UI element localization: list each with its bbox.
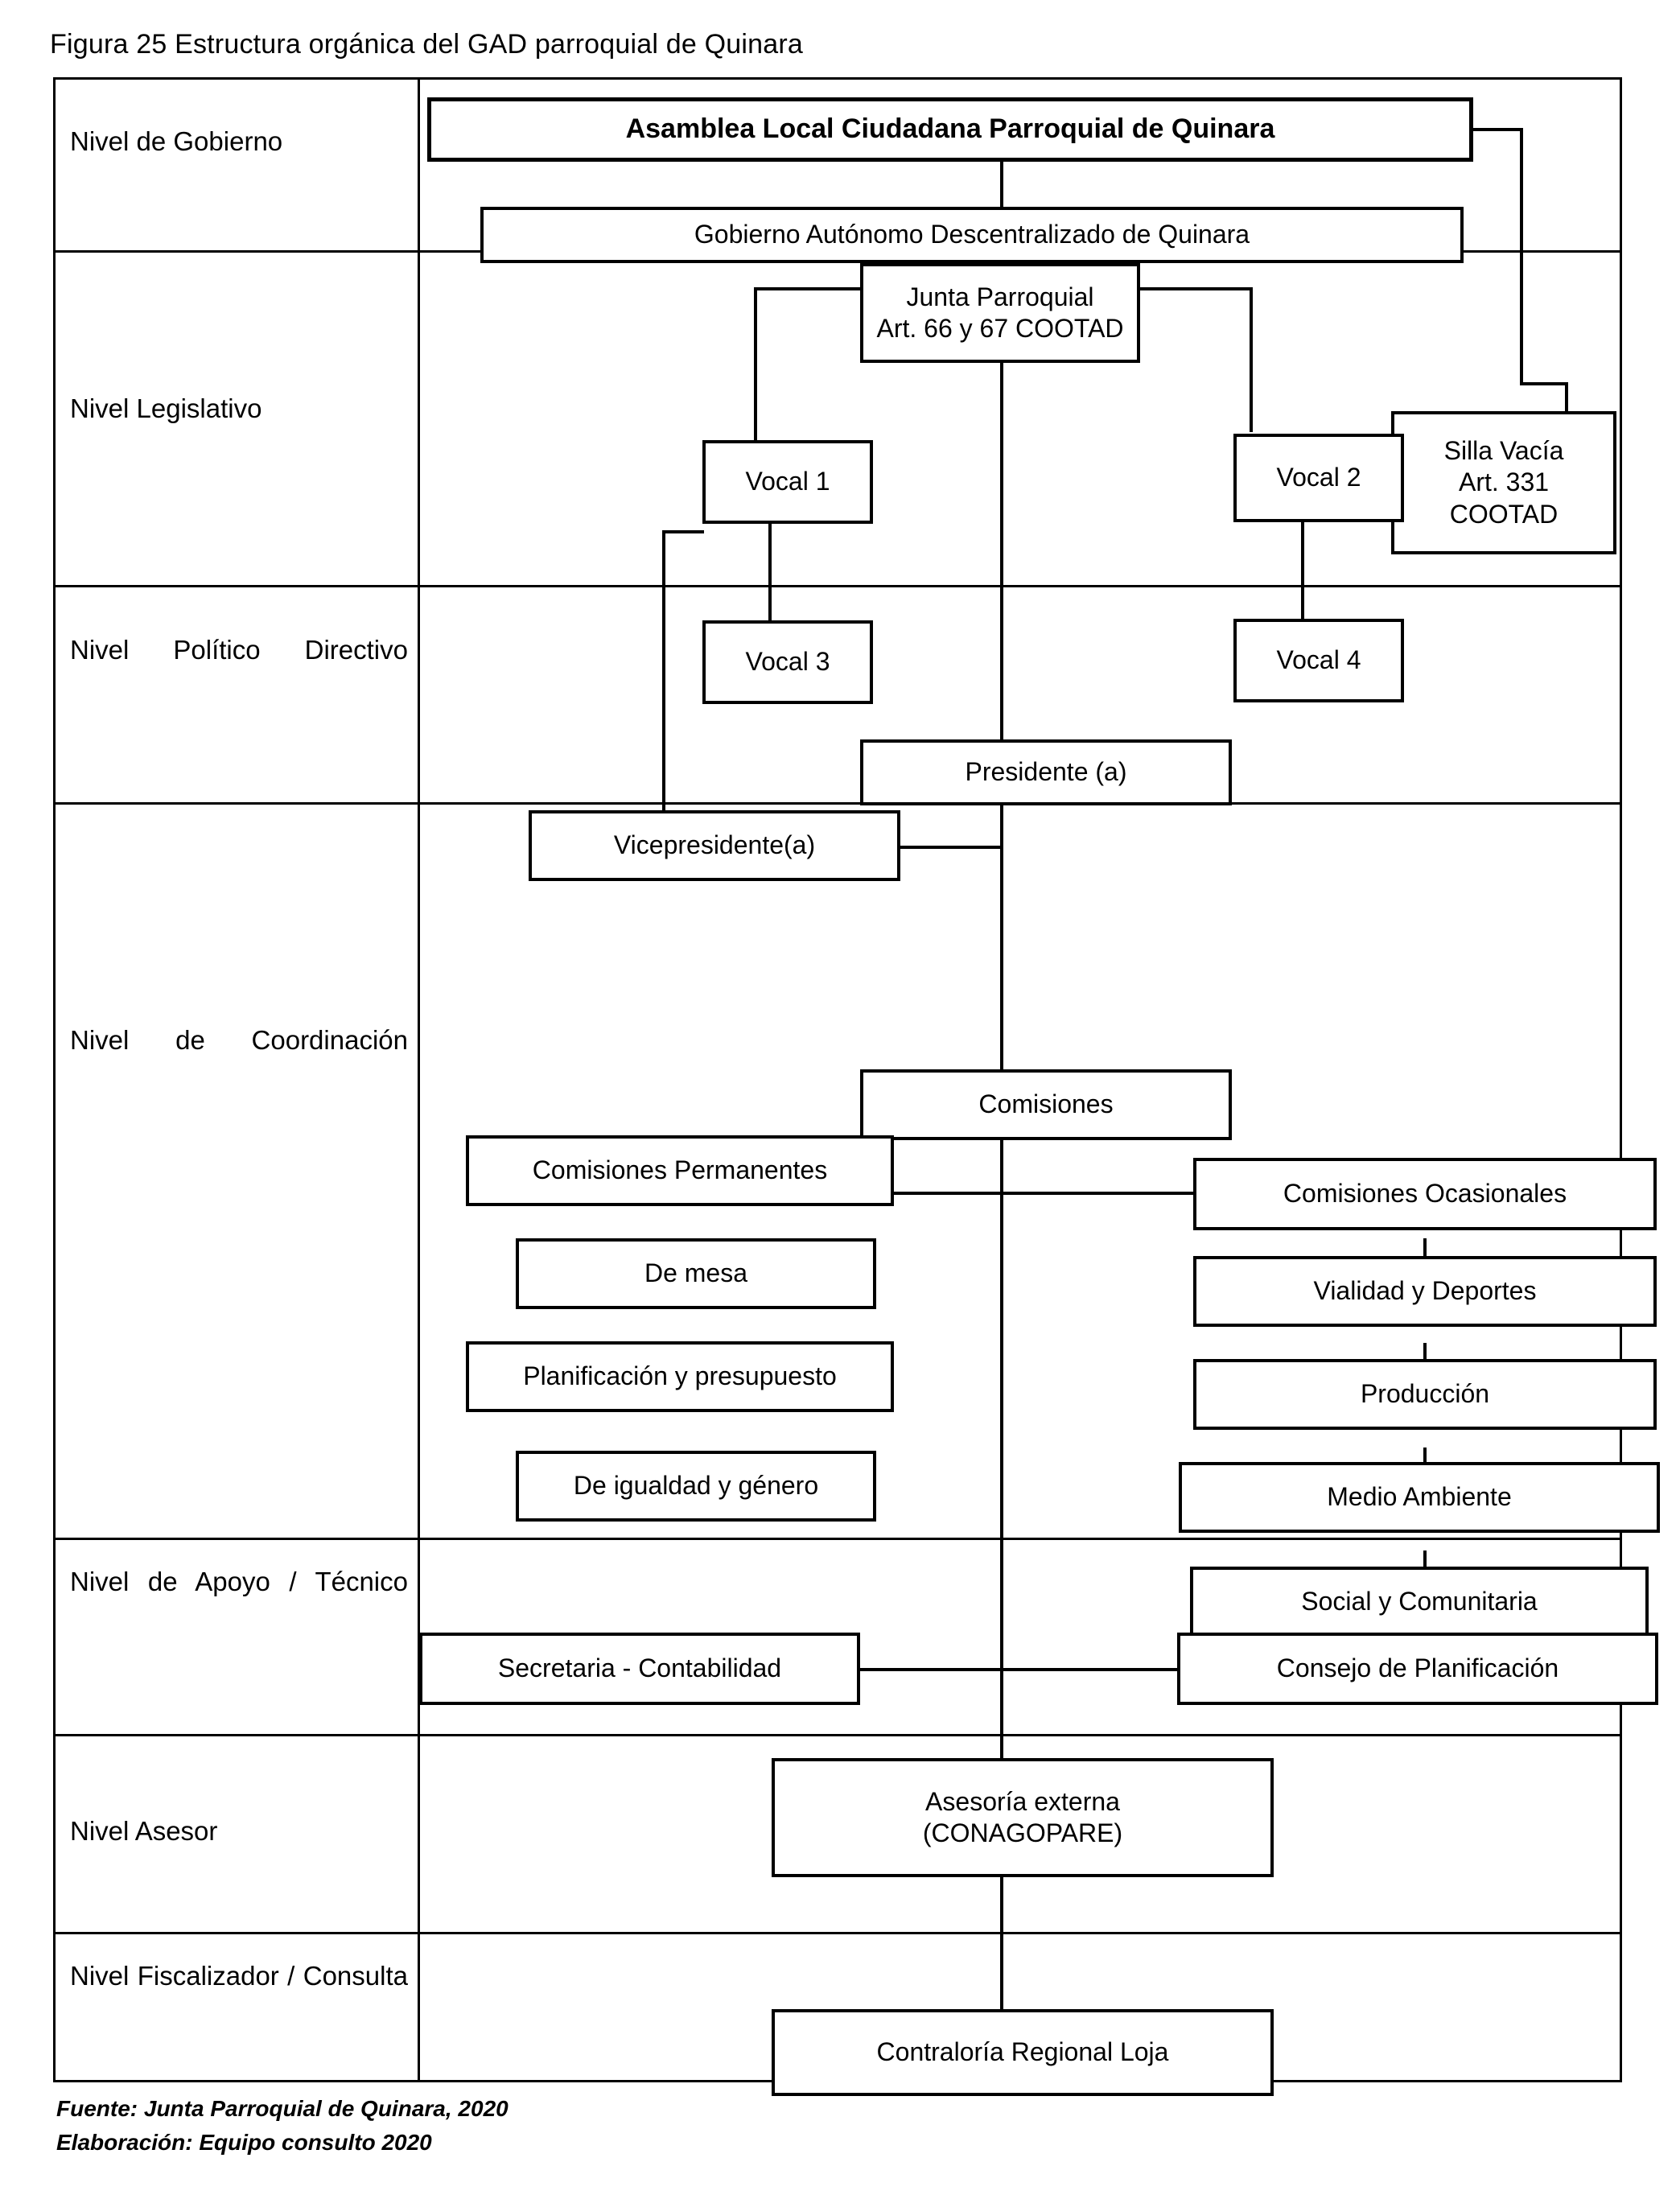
level-label-fiscalizador-text: Nivel Fiscalizador / Consulta (70, 1961, 408, 1991)
connector-main-spine (1000, 252, 1003, 1785)
connector-vocal1-left-down (662, 530, 665, 849)
row-separator-6 (56, 1932, 1620, 1934)
connector-comisiones-down (1000, 1116, 1003, 1277)
node-contraloria-label: Contraloría Regional Loja (876, 2037, 1169, 2067)
connector-spine-to-consejo (1000, 1668, 1177, 1671)
connector-vocal1-left (662, 530, 704, 533)
connector-asamblea-right (1465, 128, 1523, 131)
level-label-legislativo-text: Nivel Legislativo (70, 393, 262, 423)
connector-vocal1-to-vocal3 (768, 524, 772, 620)
connector-secretaria-to-spine (860, 1668, 1005, 1671)
connector-asamblea-to-silla (1520, 128, 1523, 385)
node-asesoria-line1: Asesoría externa (925, 1786, 1120, 1816)
node-junta-line1: Junta Parroquial (906, 282, 1094, 311)
node-vocal-4[interactable]: Vocal 4 (1233, 619, 1404, 702)
connector-spine-to-ocasionales (1000, 1192, 1193, 1195)
node-contraloria-regional-loja[interactable]: Contraloría Regional Loja (772, 2009, 1274, 2096)
figure-caption: Figura 25 Estructura orgánica del GAD pa… (50, 29, 803, 60)
node-comisiones-ocasionales-label: Comisiones Ocasionales (1283, 1179, 1567, 1209)
node-produccion[interactable]: Producción (1193, 1359, 1657, 1430)
node-social-comunitaria-label: Social y Comunitaria (1301, 1587, 1538, 1616)
connector-silla-stub (1565, 382, 1568, 411)
node-vialidad-deportes[interactable]: Vialidad y Deportes (1193, 1256, 1657, 1327)
node-vocal-2[interactable]: Vocal 2 (1233, 434, 1404, 522)
level-label-legislativo: Nivel Legislativo (70, 385, 408, 432)
node-presidente[interactable]: Presidente (a) (860, 739, 1232, 805)
row-separator-5 (56, 1734, 1620, 1736)
node-silla-line2: Art. 331 (1458, 467, 1550, 497)
connector-asamblea-to-gad (1000, 160, 1003, 212)
node-produccion-label: Producción (1360, 1379, 1490, 1409)
node-consejo-planificacion[interactable]: Consejo de Planificación (1177, 1633, 1658, 1705)
node-consejo-planificacion-label: Consejo de Planificación (1276, 1653, 1559, 1683)
node-asamblea-label: Asamblea Local Ciudadana Parroquial de Q… (625, 113, 1275, 145)
node-vocal-1[interactable]: Vocal 1 (702, 440, 873, 524)
node-comisiones-ocasionales[interactable]: Comisiones Ocasionales (1193, 1158, 1657, 1230)
node-de-mesa-label: De mesa (644, 1258, 748, 1288)
node-gad-label: Gobierno Autónomo Descentralizado de Qui… (694, 220, 1250, 249)
node-medio-ambiente-label: Medio Ambiente (1327, 1482, 1512, 1512)
level-label-gobierno-text: Nivel de Gobierno (70, 126, 283, 156)
node-presidente-label: Presidente (a) (965, 757, 1127, 787)
connector-junta-right-down (1250, 287, 1253, 432)
connector-to-silla-top (1520, 382, 1568, 385)
level-label-politico: Nivel Político Directivo (70, 627, 408, 720)
node-asamblea-local-ciudadana[interactable]: Asamblea Local Ciudadana Parroquial de Q… (427, 97, 1473, 162)
node-vicepresidente[interactable]: Vicepresidente(a) (529, 810, 900, 881)
node-junta-parroquial[interactable]: Junta Parroquial Art. 66 y 67 COOTAD (860, 263, 1140, 363)
connector-junta-right (1134, 287, 1253, 290)
level-label-apoyo: Nivel de Apoyo / Técnico (70, 1559, 408, 1652)
level-label-asesor: Nivel Asesor (70, 1808, 408, 1855)
node-junta-line2: Art. 66 y 67 COOTAD (876, 314, 1124, 343)
level-label-politico-text: Nivel Político Directivo (70, 635, 408, 665)
node-medio-ambiente[interactable]: Medio Ambiente (1179, 1462, 1660, 1533)
node-secretaria-contabilidad-label: Secretaria - Contabilidad (497, 1653, 782, 1683)
node-vicepresidente-label: Vicepresidente(a) (613, 830, 816, 860)
level-label-apoyo-text: Nivel de Apoyo / Técnico (70, 1567, 408, 1596)
row-separator-2 (56, 585, 1620, 587)
node-gad-quinara[interactable]: Gobierno Autónomo Descentralizado de Qui… (480, 207, 1464, 263)
node-comisiones-permanentes-label: Comisiones Permanentes (532, 1155, 828, 1185)
node-social-comunitaria[interactable]: Social y Comunitaria (1190, 1567, 1649, 1637)
node-vocal-2-label: Vocal 2 (1276, 463, 1361, 492)
level-label-fiscalizador: Nivel Fiscalizador / Consulta (70, 1953, 408, 2046)
node-vocal-1-label: Vocal 1 (745, 467, 830, 496)
node-vocal-4-label: Vocal 4 (1276, 645, 1361, 675)
node-planificacion-presupuesto-label: Planificación y presupuesto (523, 1361, 837, 1391)
node-silla-line3: COOTAD (1449, 499, 1559, 529)
node-de-mesa[interactable]: De mesa (516, 1238, 876, 1309)
level-label-gobierno: Nivel de Gobierno (70, 118, 408, 165)
row-separator-4 (56, 1538, 1620, 1540)
row-separator-3 (56, 802, 1620, 805)
org-chart-table: Nivel de Gobierno Nivel Legislativo Nive… (53, 77, 1660, 2096)
node-vocal-3-label: Vocal 3 (745, 647, 830, 677)
node-silla-line1: Silla Vacía (1443, 436, 1564, 466)
node-vialidad-deportes-label: Vialidad y Deportes (1313, 1276, 1537, 1306)
connector-junta-left (754, 287, 867, 290)
node-igualdad-genero-label: De igualdad y género (573, 1471, 819, 1501)
node-comisiones-label: Comisiones (978, 1089, 1114, 1119)
figure-source: Fuente: Junta Parroquial de Quinara, 202… (56, 2096, 509, 2121)
node-comisiones[interactable]: Comisiones (860, 1069, 1232, 1140)
node-asesoria-line2: (CONAGOPARE) (922, 1818, 1123, 1847)
connector-vicepresidente-right (897, 846, 1003, 849)
figure-footer: Fuente: Junta Parroquial de Quinara, 202… (56, 2092, 509, 2160)
node-asesoria-externa[interactable]: Asesoría externa (CONAGOPARE) (772, 1758, 1274, 1877)
node-vocal-3[interactable]: Vocal 3 (702, 620, 873, 704)
connector-spine-to-permanentes (860, 1192, 1005, 1195)
node-igualdad-genero[interactable]: De igualdad y género (516, 1451, 876, 1522)
column-divider (418, 80, 420, 2080)
level-label-coordinacion: Nivel de Coordinación (70, 1017, 408, 1110)
connector-vocal2-to-vocal4 (1301, 522, 1304, 619)
node-silla-vacia[interactable]: Silla Vacía Art. 331 COOTAD (1391, 411, 1616, 554)
connector-asesoria-to-contraloria (1000, 1876, 1003, 2016)
level-label-coordinacion-text: Nivel de Coordinación (70, 1025, 408, 1055)
node-secretaria-contabilidad[interactable]: Secretaria - Contabilidad (419, 1633, 860, 1705)
figure-elaboration: Elaboración: Equipo consulto 2020 (56, 2130, 432, 2155)
level-label-asesor-text: Nivel Asesor (70, 1816, 218, 1846)
connector-junta-left-down (754, 287, 757, 440)
node-planificacion-presupuesto[interactable]: Planificación y presupuesto (466, 1341, 894, 1412)
node-comisiones-permanentes[interactable]: Comisiones Permanentes (466, 1135, 894, 1206)
